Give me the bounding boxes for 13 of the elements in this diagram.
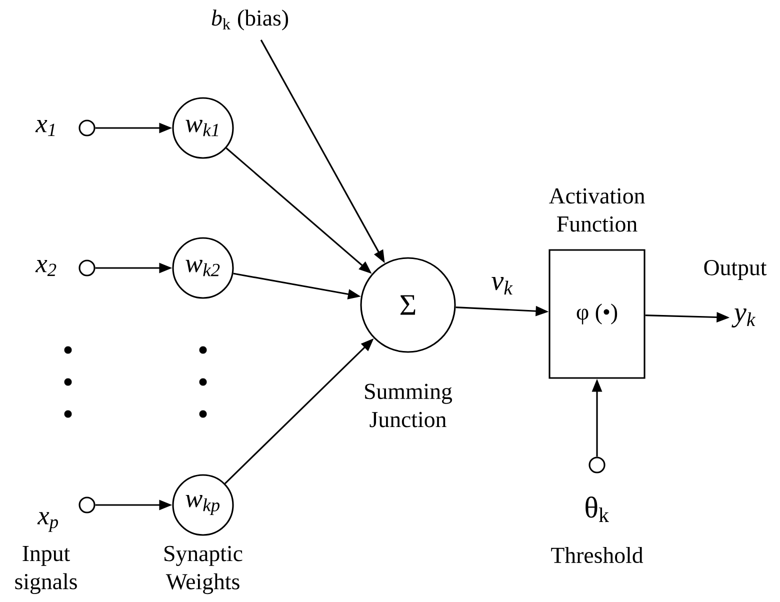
output-label: y$_{k}$ — [732, 308, 756, 328]
node-caption: Summing Junction — [365, 384, 452, 428]
bias-label: b$_{k}$ (bias) — [212, 10, 288, 30]
variable-label: x$_{1}$ — [35, 120, 55, 136]
node-caption: Output — [704, 260, 767, 280]
variable-label: θ$_{k}$ — [586, 496, 609, 522]
variable-label: x$_{2}$ — [35, 260, 56, 276]
activation-box: φ (•) — [548, 249, 646, 379]
axis-caption: Input signals — [15, 546, 77, 594]
edge-label: v$_{k}$ — [492, 277, 513, 294]
block-heading: Activation Function — [549, 188, 645, 232]
node-caption: Threshold — [551, 546, 644, 564]
variable-label: x$_{p}$ — [37, 512, 58, 532]
